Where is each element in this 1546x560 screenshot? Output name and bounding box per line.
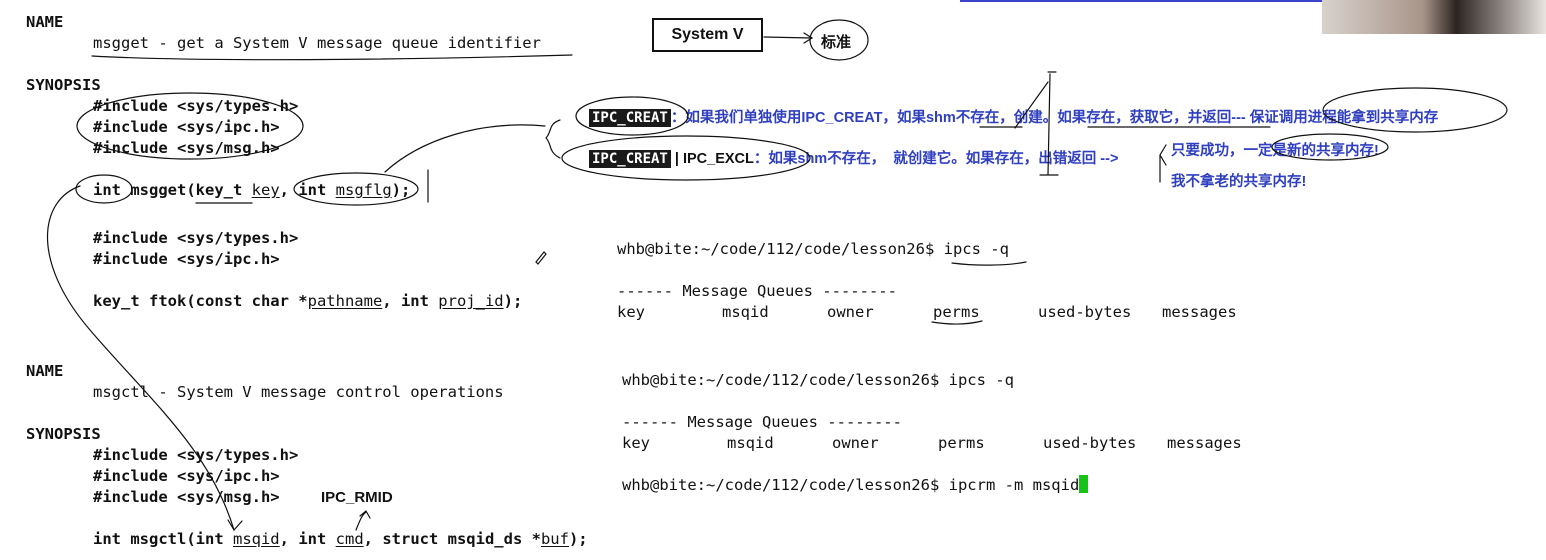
webcam-overlay	[1322, 0, 1546, 34]
msqid-param: msqid	[232, 530, 280, 548]
sep: ,	[279, 181, 299, 199]
terminal2-section: ------ Message Queues --------	[622, 413, 902, 431]
success-note: 只要成功，一定是新的共享内存!	[1171, 143, 1379, 159]
cmd-arrowhead-stroke	[359, 510, 371, 519]
msgctl-name-desc: msgctl - System V message control operat…	[93, 383, 504, 401]
terminal2-command-line: whb@bite:~/code/112/code/lesson26$ ipcs …	[622, 370, 1014, 391]
standard-label: 标准	[821, 34, 852, 51]
int-keyword: int	[93, 181, 121, 199]
ipc-excl-line: IPC_CREAT | IPC_EXCL：如果shm不存在， 就创建它。如果存在…	[589, 147, 1118, 170]
system-v-arrow-stroke	[763, 36, 813, 39]
msgget-synopsis-heading: SYNOPSIS	[26, 76, 101, 94]
system-v-arrowhead-stroke	[803, 32, 814, 44]
ftok-end: );	[503, 292, 523, 310]
terminal-cursor	[1079, 475, 1089, 493]
terminal1-prompt: whb@bite:~/code/112/code/lesson26$	[617, 240, 944, 258]
msgget-name-desc: msgget - get a System V message queue id…	[93, 34, 541, 52]
cmd-arrow-stroke	[355, 511, 367, 531]
terminal2-ipcrm-line: whb@bite:~/code/112/code/lesson26$ ipcrm…	[622, 475, 1089, 496]
terminal2-prompt-2: whb@bite:~/code/112/code/lesson26$	[622, 476, 949, 494]
success-brace-stroke	[1159, 144, 1167, 183]
col-messages: messages	[1162, 303, 1237, 321]
terminal2-command-2: ipcrm -m msqid	[948, 476, 1080, 494]
col-msqid: msqid	[722, 303, 769, 321]
msgget-include-types: #include <sys/types.h>	[93, 97, 299, 115]
col-owner: owner	[827, 303, 874, 321]
system-v-label: System V	[671, 26, 744, 43]
desc-underline-stroke	[91, 54, 573, 61]
ftok-pre: key_t ftok(const char *	[93, 292, 308, 310]
system-v-box: System V	[652, 18, 763, 52]
ipc-excl-combo: | IPC_EXCL	[670, 151, 754, 167]
msgctl-mid2: , struct msqid_ds *	[363, 530, 541, 548]
msgctl-end: );	[568, 530, 588, 548]
top-accent-line	[960, 0, 1322, 2]
no-old-note: 我不拿老的共享内存!	[1171, 174, 1307, 190]
msgctl-synopsis-heading: SYNOPSIS	[26, 425, 101, 443]
key-param: key	[251, 181, 280, 199]
terminal1-command-line: whb@bite:~/code/112/code/lesson26$ ipcs …	[617, 239, 1009, 260]
ipcs-underline-stroke	[951, 261, 1027, 266]
msgflg-param: msgflg	[335, 181, 392, 199]
ftok-include-ipc: #include <sys/ipc.h>	[93, 250, 280, 268]
ipc-excl-note: ：如果shm不存在， 就创建它。如果存在，出错返回 -->	[753, 151, 1119, 167]
msgctl-pre: int msgctl(int	[93, 530, 233, 548]
msgctl-name-heading: NAME	[26, 362, 64, 380]
fn-name: msgget(	[130, 181, 196, 199]
col-owner-2: owner	[832, 434, 879, 452]
ftok-prototype: key_t ftok(const char *pathname, int pro…	[93, 291, 522, 312]
proj-id-param: proj_id	[438, 292, 504, 310]
terminal2-command: ipcs -q	[948, 371, 1014, 389]
msgget-name-heading: NAME	[26, 13, 64, 31]
msgget-include-msg: #include <sys/msg.h>	[93, 139, 280, 157]
ipc-rmid-note: IPC_RMID	[321, 489, 393, 506]
ftok-include-types: #include <sys/types.h>	[93, 229, 299, 247]
key-type: key_t	[195, 181, 252, 199]
pathname-param: pathname	[307, 292, 383, 310]
msgctl-mid1: , int	[279, 530, 336, 548]
proto-end: );	[391, 181, 411, 199]
col-used-bytes: used-bytes	[1038, 303, 1132, 321]
msgget-include-ipc: #include <sys/ipc.h>	[93, 118, 280, 136]
col-key: key	[617, 303, 645, 321]
ftok-mid: , int	[382, 292, 439, 310]
pen-icon	[535, 251, 547, 265]
msgctl-prototype: int msgctl(int msqid, int cmd, struct ms…	[93, 529, 588, 550]
col-used-bytes-2: used-bytes	[1043, 434, 1137, 452]
flag-brace-stroke	[545, 119, 561, 159]
col-perms: perms	[933, 303, 980, 321]
msgctl-include-ipc: #include <sys/ipc.h>	[93, 467, 280, 485]
terminal1-command: ipcs -q	[943, 240, 1009, 258]
ipc-creat-line: IPC_CREAT：如果我们单独使用IPC_CREAT，如果shm不存在，创建。…	[589, 106, 1438, 129]
msgctl-include-types: #include <sys/types.h>	[93, 446, 299, 464]
ipc-creat-tag-2: IPC_CREAT	[589, 150, 671, 168]
col-messages-2: messages	[1167, 434, 1242, 452]
terminal2-prompt: whb@bite:~/code/112/code/lesson26$	[622, 371, 949, 389]
flag-type: int	[298, 181, 336, 199]
msgflg-link-stroke	[384, 124, 546, 173]
msgctl-include-msg: #include <sys/msg.h>	[93, 488, 280, 506]
ipc-creat-tag: IPC_CREAT	[589, 109, 671, 127]
col-perms-2: perms	[938, 434, 985, 452]
col-msqid-2: msqid	[727, 434, 774, 452]
cmd-param: cmd	[335, 530, 364, 548]
terminal1-section: ------ Message Queues --------	[617, 282, 897, 300]
col-key-2: key	[622, 434, 650, 452]
msgget-prototype: int msgget(key_t key, int msgflg);	[93, 180, 410, 201]
ipc-creat-note: ：如果我们单独使用IPC_CREAT，如果shm不存在，创建。如果存在，获取它，…	[670, 110, 1439, 126]
buf-param: buf	[540, 530, 569, 548]
